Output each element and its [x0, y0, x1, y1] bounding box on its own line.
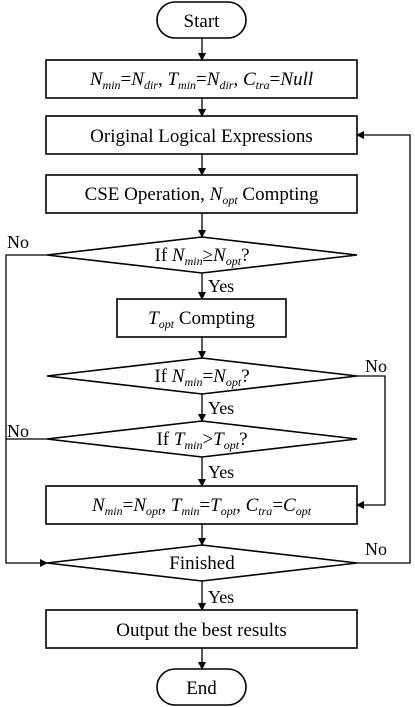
decision1-no-label: No — [7, 232, 29, 252]
arrow-finished-no-loop — [356, 131, 411, 564]
decision-tmin-gt-topt — [46, 420, 358, 458]
decision2-yes-label: Yes — [208, 398, 234, 418]
output-box — [45, 609, 358, 649]
decision1-label: If Nmin≥Nopt? — [155, 245, 250, 268]
arrow-decision2-no — [356, 375, 386, 509]
original-expressions-label: Original Logical Expressions — [90, 126, 313, 147]
finished-label: Finished — [169, 553, 235, 574]
start-label: Start — [184, 11, 221, 32]
update-step-box — [45, 485, 358, 525]
topt-computing-label: Topt Compting — [148, 308, 255, 331]
decision3-yes-label: Yes — [208, 462, 234, 482]
output-label: Output the best results — [116, 620, 286, 641]
init-step-label: Nmin=Ndir, Tmin=Ndir, Ctra=Null — [89, 69, 313, 92]
cse-operation-box — [45, 174, 358, 214]
decision1-yes-label: Yes — [208, 276, 234, 296]
decision3-label: If Tmin>Topt? — [156, 429, 247, 452]
decision3-no-label: No — [7, 421, 29, 441]
decision-nmin-geq-nopt — [46, 236, 358, 274]
cse-operation-label: CSE Operation, Nopt Compting — [85, 184, 319, 207]
finished-no-label: No — [365, 539, 387, 559]
arrow-decision1-no — [5, 254, 48, 567]
end-label: End — [186, 678, 217, 699]
update-step-label: Nmin=Nopt, Tmin=Topt, Ctra=Copt — [91, 495, 312, 518]
finished-yes-label: Yes — [208, 587, 234, 607]
init-step-box — [45, 59, 358, 99]
decision2-no-label: No — [365, 356, 387, 376]
decision2-label: If Nmin=Nopt? — [154, 366, 249, 389]
